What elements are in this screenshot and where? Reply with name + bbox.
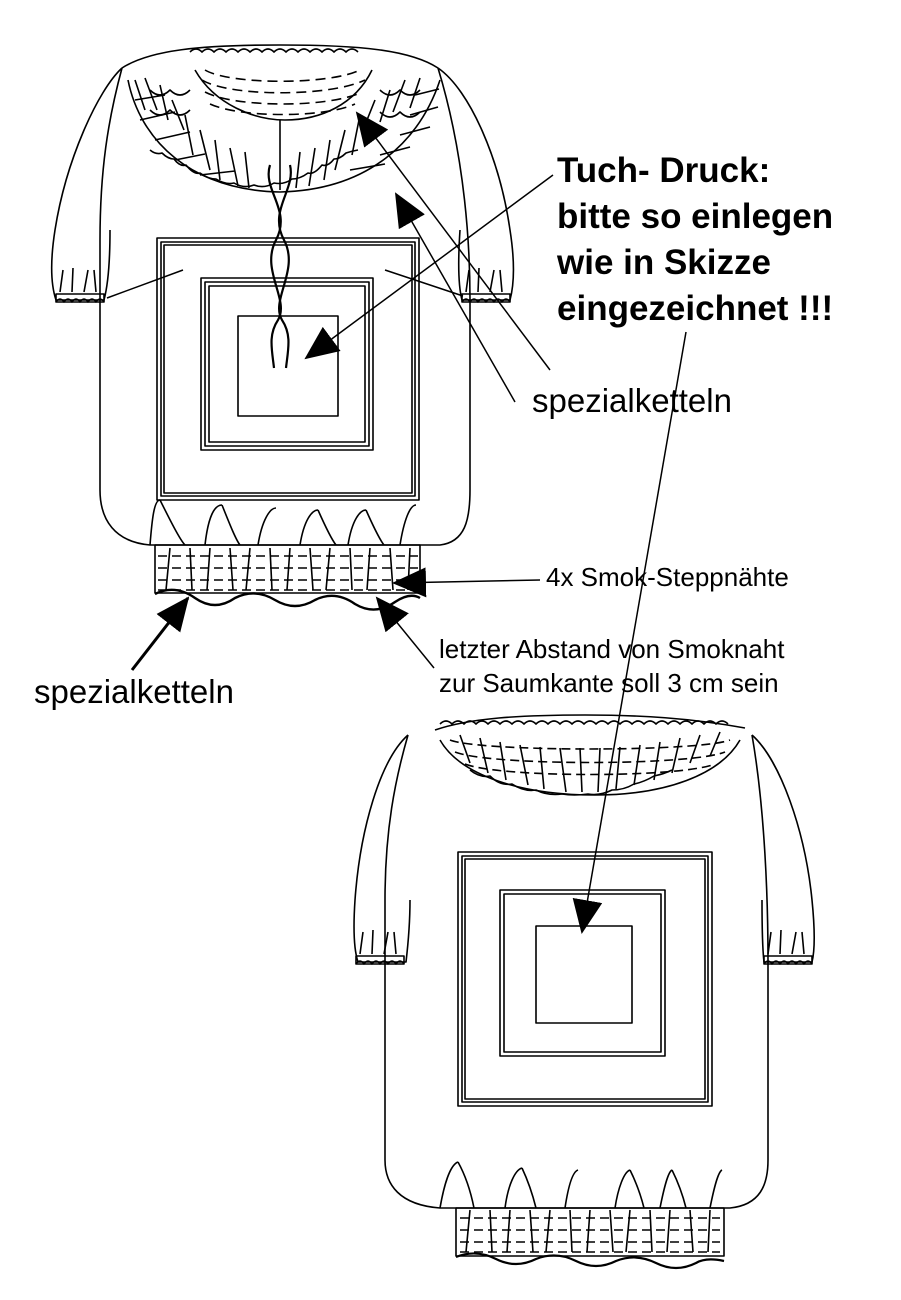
- arrow-spezialketteln-right-1: [355, 111, 551, 371]
- back-hem-edge: [455, 1252, 725, 1270]
- tuch-druck-instruction: Tuch- Druck: bitte so einlegen wie in Sk…: [557, 148, 833, 332]
- arrow-smok-steppnaehte: [392, 567, 541, 598]
- front-print-frame-mid: [200, 277, 374, 451]
- back-neck-edge: [434, 714, 746, 731]
- abstand-line-2: zur Saumkante soll 3 cm sein: [439, 668, 779, 698]
- label-spezialketteln-right: spezialketteln: [532, 382, 732, 419]
- title-line-1: Tuch- Druck:: [557, 151, 771, 190]
- front-left-sleeve: [50, 67, 123, 301]
- back-right-sleeve: [751, 734, 816, 963]
- front-print-frame-outer: [156, 237, 420, 501]
- front-view-blouse: [50, 44, 515, 611]
- abstand-line-1: letzter Abstand von Smoknaht: [439, 634, 785, 664]
- back-view-blouse: [353, 714, 816, 1270]
- arrow-spezialketteln-left: [130, 596, 190, 671]
- front-right-sleeve: [437, 67, 515, 301]
- arrow-tuch-druck-front: [304, 174, 554, 360]
- back-left-sleeve: [353, 734, 411, 963]
- back-print-frame-inner: [535, 925, 633, 1024]
- label-smok-steppnaehte: 4x Smok-Steppnähte: [546, 562, 789, 592]
- back-hem-band: [455, 1207, 725, 1257]
- front-print-frame-inner: [237, 315, 339, 417]
- back-body-outline: [384, 734, 769, 1209]
- label-abstand: letzter Abstand von Smoknaht zur Saumkan…: [439, 632, 784, 700]
- label-spezialketteln-left: spezialketteln: [34, 673, 234, 710]
- title-line-4: eingezeichnet !!!: [557, 289, 834, 328]
- arrow-spezialketteln-right-2: [395, 192, 516, 403]
- front-drawstring: [267, 164, 282, 369]
- arrow-abstand: [375, 596, 435, 669]
- front-body-outline: [99, 67, 471, 546]
- front-neck-inner: [194, 69, 373, 121]
- title-line-2: bitte so einlegen: [557, 197, 834, 236]
- title-line-3: wie in Skizze: [557, 243, 771, 282]
- arrow-tuch-druck-back: [572, 331, 687, 934]
- back-print-frame-outer: [457, 851, 713, 1107]
- back-print-frame-mid: [499, 889, 666, 1057]
- leader-lines: [106, 111, 687, 934]
- front-neck-outer: [121, 44, 439, 69]
- front-neck-ruffle: [189, 48, 359, 53]
